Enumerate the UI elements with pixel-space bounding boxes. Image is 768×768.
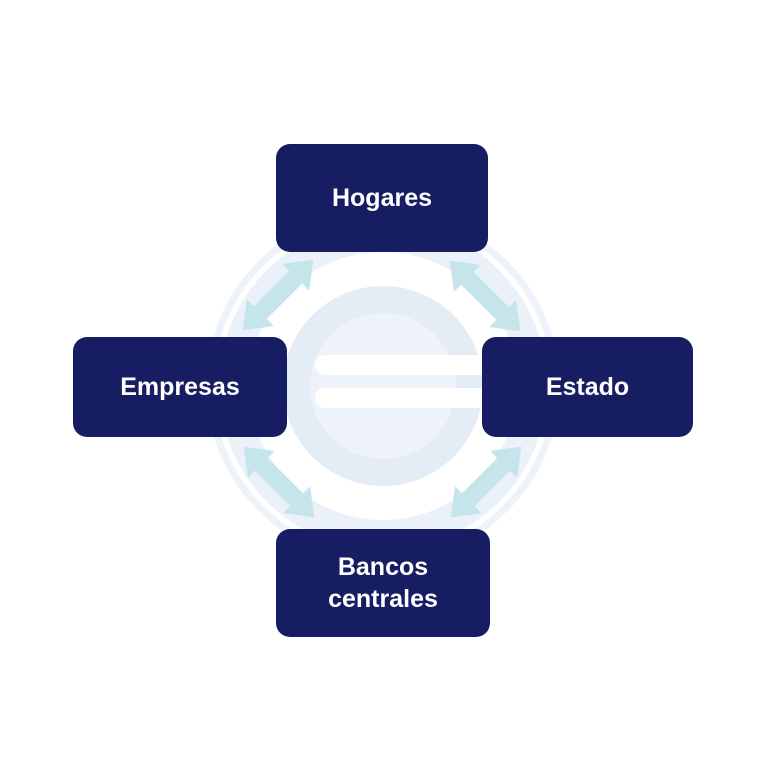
node-estado: Estado — [482, 337, 693, 437]
euro-bar-bottom — [315, 388, 495, 408]
node-hogares: Hogares — [276, 144, 488, 252]
node-estado-label: Estado — [545, 372, 630, 401]
node-empresas: Empresas — [73, 337, 287, 437]
node-hogares-label: Hogares — [331, 183, 433, 212]
node-empresas-label: Empresas — [120, 372, 240, 401]
node-bancos-centrales: Bancos centrales — [276, 529, 490, 637]
node-bancos-centrales-label: Bancos centrales — [328, 552, 438, 614]
euro-bar-top — [315, 355, 495, 375]
euro-coin-inner — [310, 313, 456, 459]
